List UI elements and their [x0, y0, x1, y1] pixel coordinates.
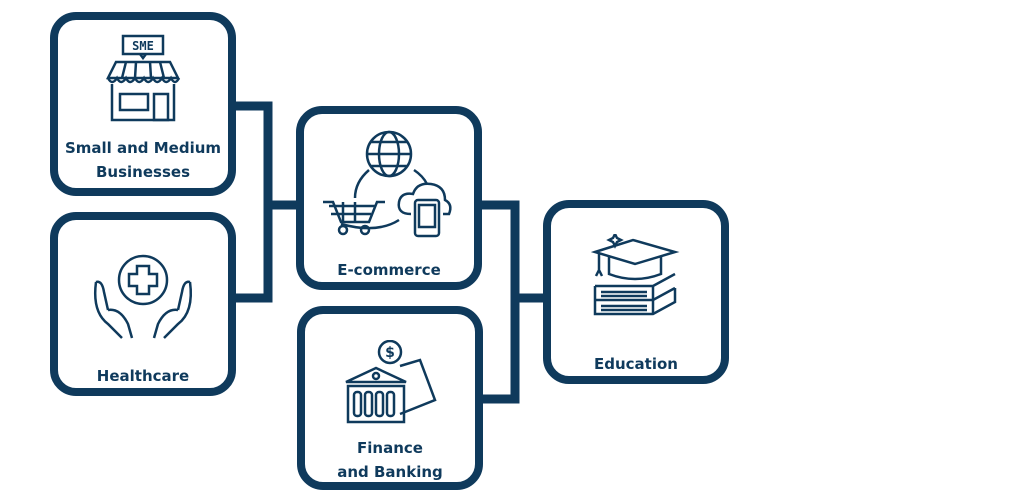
globe-cart-cloud-phone-icon	[323, 130, 452, 238]
ecommerce-label: E-commerce	[337, 261, 441, 279]
education-label: Education	[594, 355, 678, 373]
graduation-cap-books-icon	[591, 234, 680, 316]
sme-label-line1: Small and Medium	[64, 139, 222, 157]
svg-text:$: $	[385, 345, 395, 361]
bank-money-icon: $	[345, 340, 437, 424]
node-sme: SME Small and Medium Businesses	[50, 12, 236, 196]
hands-medical-cross-icon	[94, 254, 192, 339]
healthcare-label: Healthcare	[96, 367, 190, 385]
node-healthcare: Healthcare	[50, 212, 236, 396]
finance-label-line1: Finance	[357, 439, 423, 457]
connector-sme-healthcare	[236, 101, 273, 303]
node-ecommerce: E-commerce	[296, 106, 482, 290]
node-education: Education	[543, 200, 729, 384]
sme-storefront-icon: SME	[105, 34, 181, 122]
connector-ecommerce-finance	[482, 200, 520, 404]
finance-label-line2: and Banking	[337, 463, 443, 481]
sme-label-line2: Businesses	[96, 163, 190, 181]
node-finance: $ Finance and Banking	[297, 306, 483, 490]
svg-text:SME: SME	[132, 39, 154, 53]
